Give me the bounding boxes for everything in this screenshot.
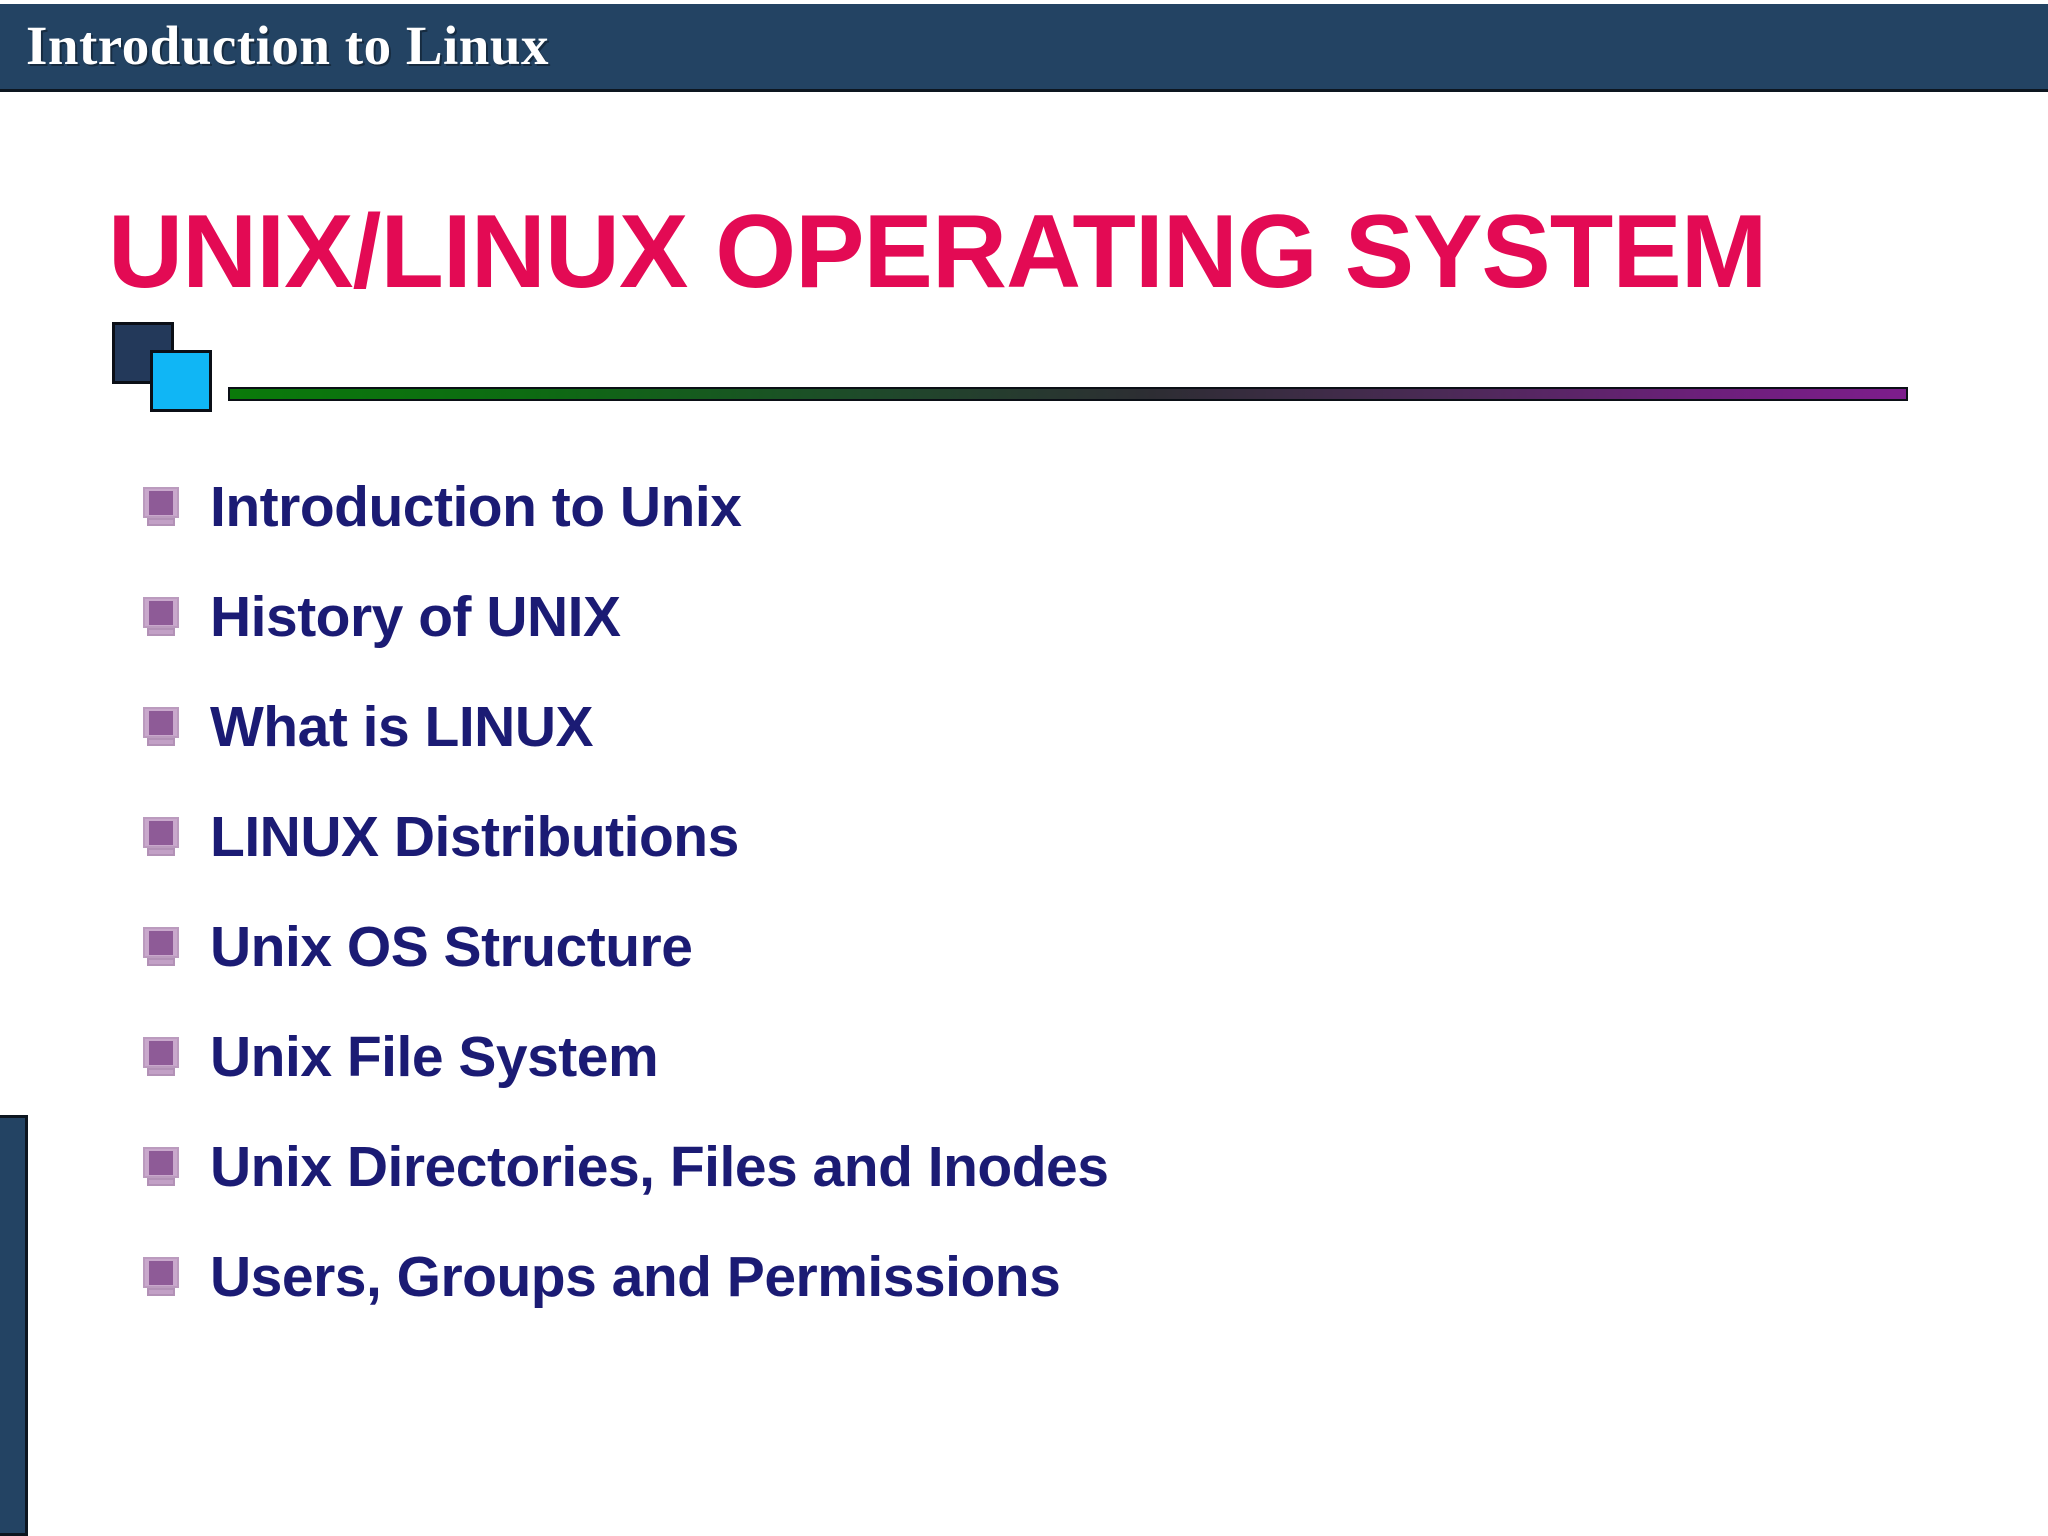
list-item[interactable]: Unix OS Structure	[140, 892, 1940, 1002]
list-item[interactable]: LINUX Distributions	[140, 782, 1940, 892]
list-item-label: Users, Groups and Permissions	[210, 1244, 1061, 1309]
list-item-label: LINUX Distributions	[210, 804, 739, 869]
monitor-icon	[140, 487, 182, 527]
list-item[interactable]: Unix File System	[140, 1002, 1940, 1112]
list-item-label: Unix File System	[210, 1024, 659, 1089]
monitor-icon	[140, 1037, 182, 1077]
list-item-label: Introduction to Unix	[210, 474, 742, 539]
monitor-icon	[140, 1147, 182, 1187]
page-title: UNIX/LINUX OPERATING SYSTEM	[108, 194, 1767, 310]
monitor-icon	[140, 817, 182, 857]
left-accent-bar	[0, 1115, 28, 1536]
monitor-icon	[140, 707, 182, 747]
list-item[interactable]: Users, Groups and Permissions	[140, 1222, 1940, 1332]
list-item[interactable]: Introduction to Unix	[140, 452, 1940, 562]
title-divider-rule	[228, 387, 1908, 401]
list-item[interactable]: What is LINUX	[140, 672, 1940, 782]
agenda-list: Introduction to Unix History of UNIX Wha…	[140, 452, 1940, 1332]
monitor-icon	[140, 1257, 182, 1297]
list-item-label: Unix Directories, Files and Inodes	[210, 1134, 1109, 1199]
header-title: Introduction to Linux	[26, 14, 549, 76]
decorative-squares	[112, 322, 272, 412]
decorative-square-cyan-icon	[150, 350, 212, 412]
list-item[interactable]: Unix Directories, Files and Inodes	[140, 1112, 1940, 1222]
monitor-icon	[140, 597, 182, 637]
list-item-label: What is LINUX	[210, 694, 594, 759]
slide-header-bar: Introduction to Linux	[0, 4, 2048, 92]
list-item[interactable]: History of UNIX	[140, 562, 1940, 672]
monitor-icon	[140, 927, 182, 967]
list-item-label: History of UNIX	[210, 584, 621, 649]
list-item-label: Unix OS Structure	[210, 914, 693, 979]
